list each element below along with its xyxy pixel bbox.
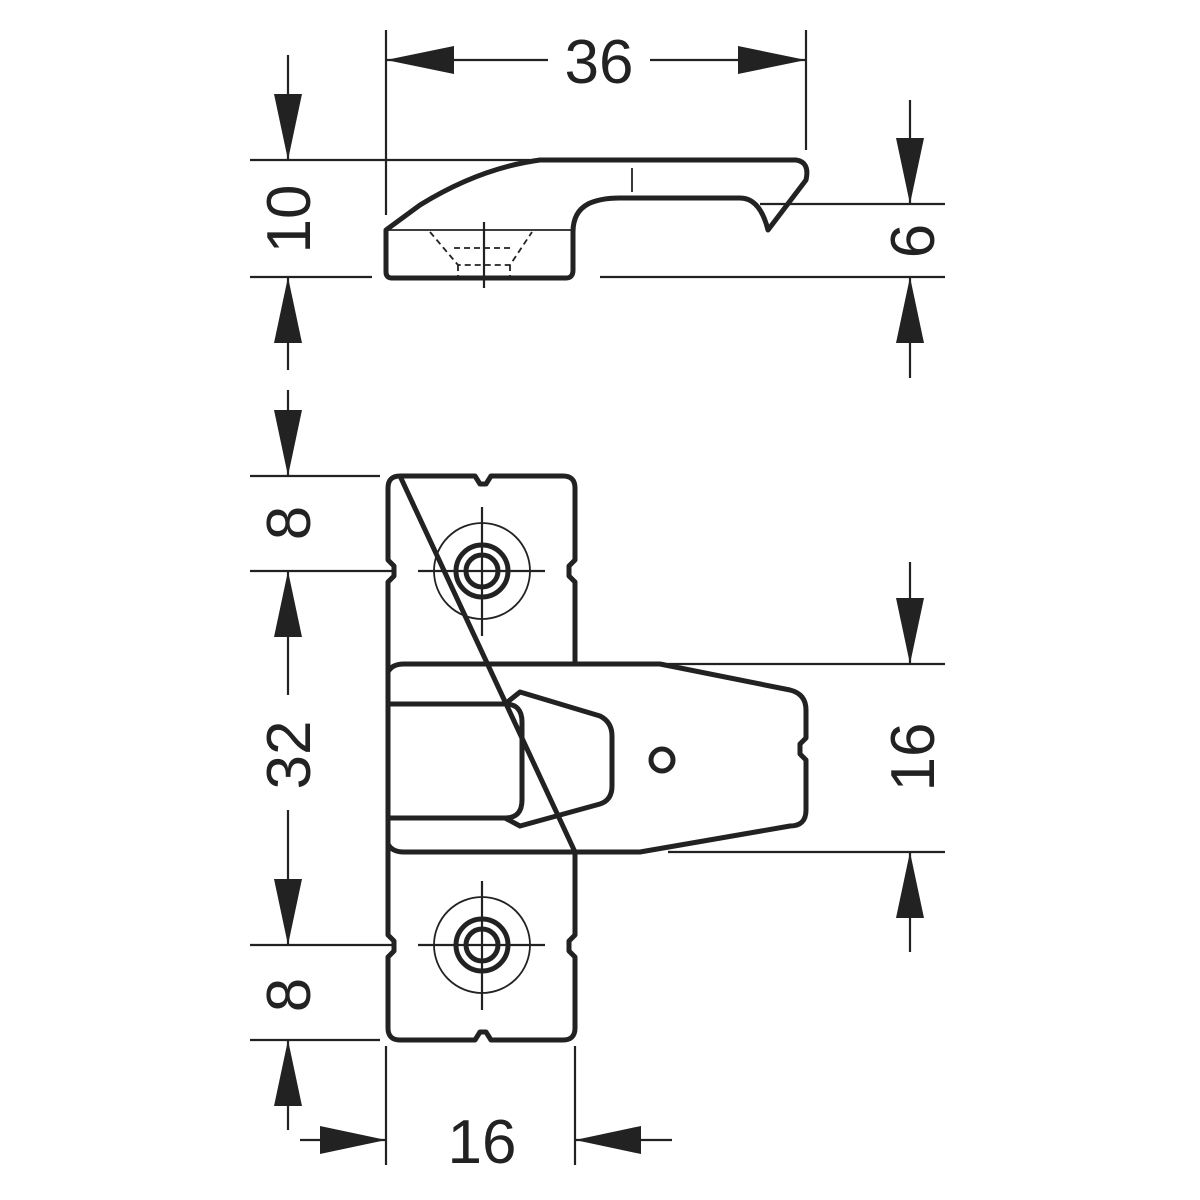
dim-10-arrow-top [274,94,302,160]
dim-36-arrow-left [386,46,454,74]
dim-16-plate-arrow-left [320,1126,386,1154]
dim-16-arm-arrow-top [896,598,924,664]
arm-inner-recess [385,701,525,821]
dim-label-plate-top: 8 [255,506,324,540]
dim-label-plate-bottom: 8 [255,978,324,1012]
dim-label-side-height: 10 [255,185,324,254]
arm-inner-taper [502,689,615,829]
screw-hole-bottom-countersink [453,916,511,974]
dim-16-plate-arrow-right [575,1126,641,1154]
screw-hole-bottom-bore [463,926,501,964]
screw-hole-bottom-outer-ring [433,896,531,994]
dim-label-arm-width: 16 [879,723,948,792]
base-plate-outline [385,473,578,1043]
dimension-lines [274,46,924,1154]
dim-label-side-right: 6 [879,224,948,258]
dim-32-arrow-bottom [274,879,302,945]
dimension-labels: 36 10 6 8 32 8 16 16 [255,28,948,1177]
dim-8-bottom-arrow [274,1040,302,1106]
dim-10-arrow-bottom [274,277,302,343]
front-view [250,473,945,1165]
dim-label-plate-middle: 32 [255,721,324,790]
dim-label-top-width: 36 [565,28,634,97]
dim-32-arrow-top [274,571,302,637]
side-view [250,30,945,288]
dim-16-arm-arrow-bottom [896,852,924,918]
side-profile-outline [383,157,810,281]
arm-outline [385,661,809,855]
screw-hole-top [418,507,545,636]
arm-pivot-hole [648,746,676,774]
dim-8-top-arrow-top [274,410,302,476]
dim-36-arrow-right [738,46,806,74]
screw-hole-bottom [418,881,545,1010]
screw-hole-top-bore [463,552,501,590]
side-hole-countersink [429,231,533,266]
dim-6-arrow-top [896,138,924,204]
dim-6-arrow-bottom [896,277,924,343]
screw-hole-top-outer-ring [433,522,531,620]
dim-label-plate-width: 16 [448,1108,517,1177]
screw-hole-top-countersink [453,542,511,600]
